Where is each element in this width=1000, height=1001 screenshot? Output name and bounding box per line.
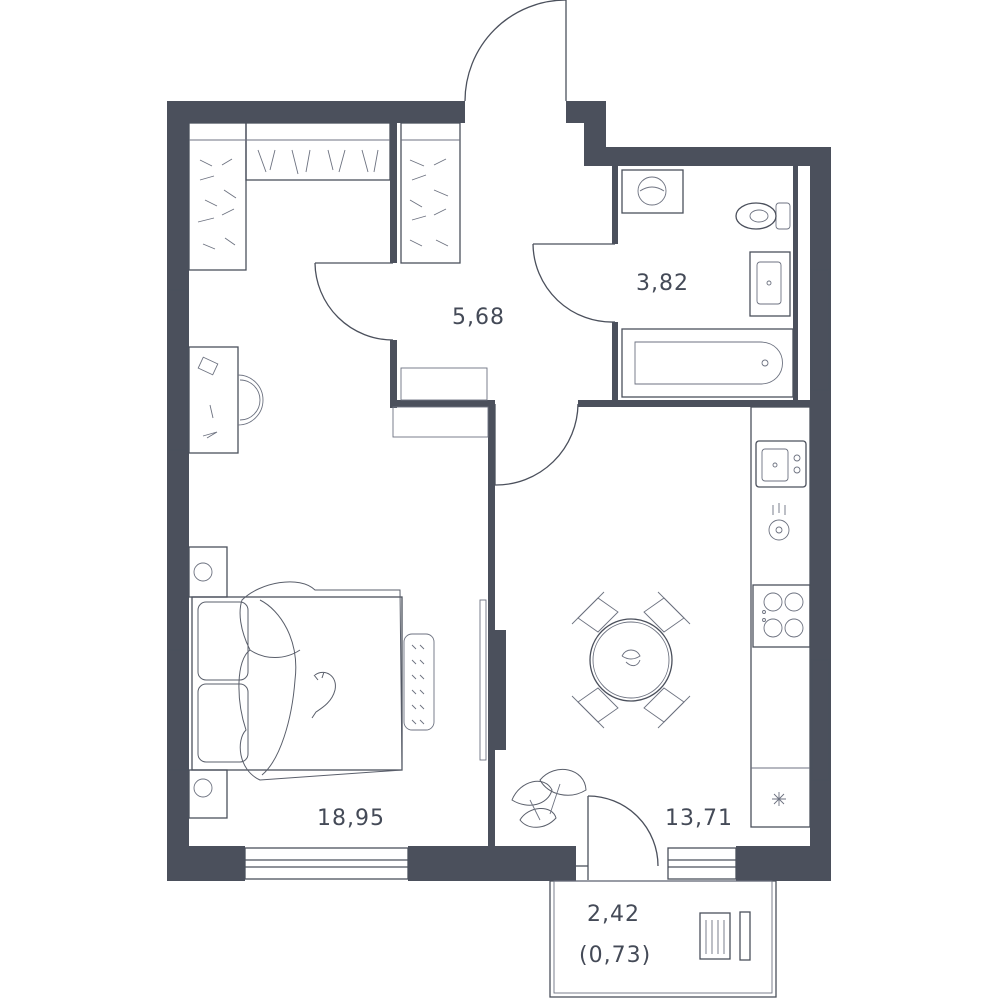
balcony-area-label: 2,42 [587,902,640,927]
fridge-icon [772,792,786,806]
bathtub-icon [621,328,794,398]
desk-icon [188,346,264,454]
kitchen-area-label: 13,71 [665,806,733,831]
dishwasher [768,503,790,541]
bathroom-area-label: 3,82 [636,271,689,296]
sink-icon [749,251,791,317]
room-labels: 5,68 3,82 18,95 13,71 2,42 (0,73) [317,271,733,968]
hall-area-label: 5,68 [452,305,505,330]
stove-icon [752,584,811,648]
walls [167,101,831,881]
deck-chair-icon [699,911,751,961]
balcony-reduced-area-label: (0,73) [579,943,651,968]
dining-table-icon [571,591,691,729]
plant-icon [511,769,587,828]
windows [168,269,830,880]
bed-icon [188,546,435,819]
bedroom-area-label: 18,95 [317,806,385,831]
wardrobe-icon [188,122,461,271]
balcony [549,880,777,998]
cat-icon [311,671,336,719]
toilet-icon [735,202,791,230]
washing-machine-icon [621,169,684,214]
hall-shelf [392,367,489,438]
kitchen-counter [750,406,811,828]
doors [314,0,659,880]
sink-icon [755,440,807,488]
